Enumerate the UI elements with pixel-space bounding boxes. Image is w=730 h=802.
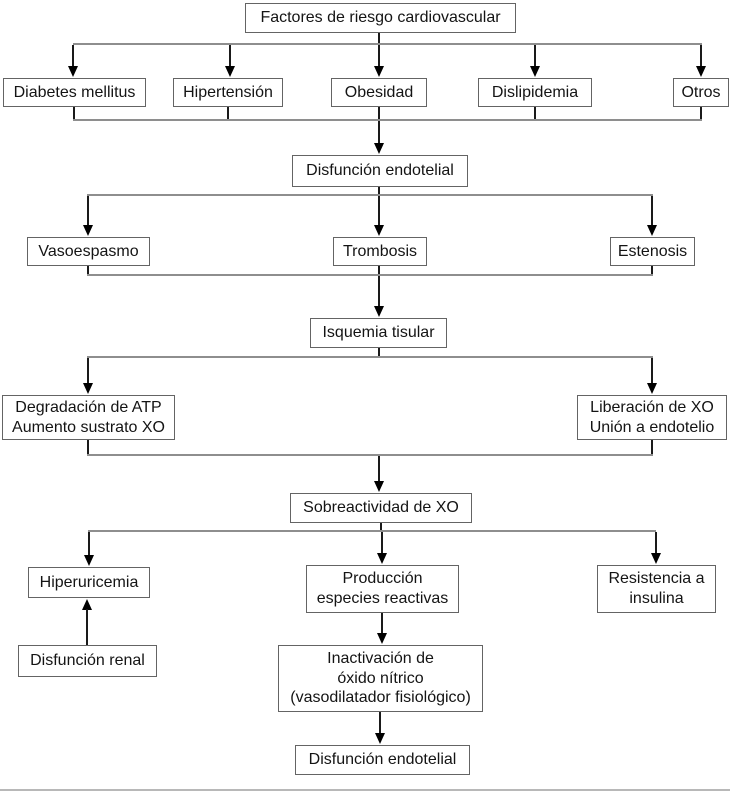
connector-vline xyxy=(378,33,380,44)
connector-vline xyxy=(651,440,653,456)
flow-node-trombosis: Trombosis xyxy=(333,237,427,266)
arrow-down-icon xyxy=(374,225,384,236)
arrow-up-icon xyxy=(82,599,92,610)
arrow-down-icon xyxy=(374,481,384,492)
connector-vline xyxy=(87,358,89,384)
flow-node-hipertension: Hipertensión xyxy=(173,78,283,107)
arrow-down-icon xyxy=(696,66,706,77)
connector-vline xyxy=(73,107,75,121)
connector-vline xyxy=(651,266,653,276)
connector-vline xyxy=(381,613,383,634)
flow-node-vasoespasmo: Vasoespasmo xyxy=(27,237,150,266)
connector-hline xyxy=(73,119,702,121)
connector-vline xyxy=(88,532,90,556)
connector-vline xyxy=(378,266,380,276)
arrow-down-icon xyxy=(651,553,661,564)
connector-vline xyxy=(534,107,536,121)
flow-node-otros: Otros xyxy=(673,78,729,107)
flow-node-dislipidemia: Dislipidemia xyxy=(478,78,592,107)
connector-vline xyxy=(381,532,383,554)
flow-node-hiperuricemia: Hiperuricemia xyxy=(28,567,150,598)
arrow-down-icon xyxy=(374,306,384,317)
connector-vline xyxy=(380,523,382,532)
connector-vline xyxy=(378,456,380,482)
flow-node-produccion-especies: Producción especies reactivas xyxy=(306,565,459,613)
arrow-down-icon xyxy=(377,553,387,564)
arrow-down-icon xyxy=(83,225,93,236)
connector-vline xyxy=(378,276,380,307)
connector-vline xyxy=(378,196,380,226)
flow-node-degradacion-atp: Degradación de ATP Aumento sustrato XO xyxy=(2,395,175,440)
connector-hline xyxy=(73,43,702,45)
arrow-down-icon xyxy=(374,66,384,77)
flow-node-estenosis: Estenosis xyxy=(610,237,695,266)
flow-node-resistencia-insulina: Resistencia a insulina xyxy=(597,565,716,613)
arrow-down-icon xyxy=(225,66,235,77)
connector-vline xyxy=(378,187,380,196)
connector-vline xyxy=(700,107,702,121)
flow-node-factores-riesgo: Factores de riesgo cardiovascular xyxy=(245,3,516,33)
connector-vline xyxy=(378,348,380,358)
connector-vline xyxy=(651,196,653,226)
arrow-down-icon xyxy=(647,225,657,236)
connector-vline xyxy=(655,532,657,554)
flow-node-inactivacion-oxido-nitrico: Inactivación de óxido nítrico (vasodilat… xyxy=(278,645,483,712)
connector-hline xyxy=(87,274,653,276)
connector-vline xyxy=(378,107,380,121)
connector-vline xyxy=(86,609,88,645)
flow-node-disfuncion-endotelial-2: Disfunción endotelial xyxy=(295,745,470,775)
connector-vline xyxy=(87,196,89,226)
arrow-down-icon xyxy=(375,733,385,744)
arrow-down-icon xyxy=(83,383,93,394)
connector-vline xyxy=(227,107,229,121)
flow-node-obesidad: Obesidad xyxy=(331,78,427,107)
connector-vline xyxy=(651,358,653,384)
connector-vline xyxy=(378,121,380,144)
connector-vline xyxy=(378,45,380,67)
arrow-down-icon xyxy=(377,633,387,644)
connector-hline xyxy=(87,194,653,196)
flow-node-isquemia-tisular: Isquemia tisular xyxy=(310,318,447,348)
arrow-down-icon xyxy=(647,383,657,394)
arrow-down-icon xyxy=(84,555,94,566)
bottom-divider xyxy=(0,789,730,791)
arrow-down-icon xyxy=(530,66,540,77)
flow-node-sobreactividad-xo: Sobreactividad de XO xyxy=(290,493,472,523)
connector-vline xyxy=(379,712,381,734)
connector-vline xyxy=(534,45,536,67)
connector-vline xyxy=(87,440,89,456)
flow-node-disfuncion-endotelial-1: Disfunción endotelial xyxy=(292,155,468,187)
connector-hline xyxy=(88,530,656,532)
arrow-down-icon xyxy=(68,66,78,77)
arrow-down-icon xyxy=(374,143,384,154)
connector-vline xyxy=(700,45,702,67)
flow-node-disfuncion-renal: Disfunción renal xyxy=(18,645,157,677)
flow-node-liberacion-xo: Liberación de XO Unión a endotelio xyxy=(577,395,727,440)
connector-vline xyxy=(229,45,231,67)
connector-vline xyxy=(72,45,74,67)
connector-hline xyxy=(87,356,653,358)
connector-hline xyxy=(87,454,653,456)
connector-vline xyxy=(87,266,89,276)
flow-node-diabetes-mellitus: Diabetes mellitus xyxy=(3,78,146,107)
